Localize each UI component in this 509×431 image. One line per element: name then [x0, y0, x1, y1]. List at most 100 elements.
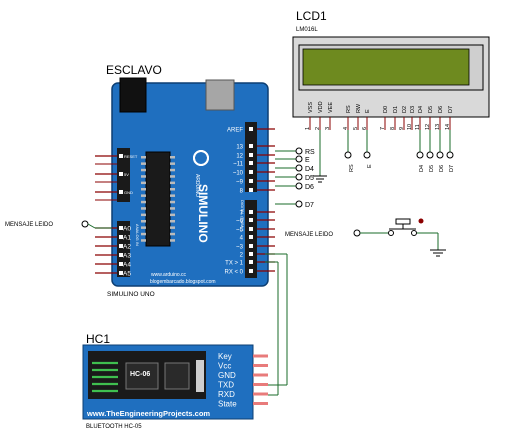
net-d4: D4 [305, 166, 314, 173]
chip-leg [141, 156, 146, 159]
arduino-brand: SIMULINO [196, 184, 210, 243]
hc-pin-label: Key [218, 352, 232, 361]
lcd-wiring [313, 130, 454, 183]
lcd-pin-number: 2 [315, 127, 321, 130]
lcd-pin-number: 8 [390, 127, 396, 130]
chip-leg [170, 156, 175, 159]
lcd-module[interactable]: LCD1 LM016L VSS1VDD2VEE3RS4RW5E6D07D18D2… [292, 9, 490, 172]
header-hole [119, 244, 123, 248]
digital-pin-label: TX > 1 [225, 261, 244, 267]
lcd-d7-label: D7 [449, 165, 455, 172]
analog-pin-label: A0 [123, 226, 131, 233]
header-hole [249, 144, 253, 148]
hc-caption: BLUETOOTH HC-05 [86, 424, 142, 430]
header-hole [249, 179, 253, 183]
lcd-e-label: E [367, 164, 373, 168]
chip-leg [141, 175, 146, 178]
switch-indicator [418, 218, 424, 224]
header-hole [119, 154, 123, 158]
chip-leg [170, 162, 175, 165]
lcd-pin-label: D2 [402, 106, 408, 113]
hc-pin-label: TXD [218, 381, 234, 390]
lcd-pin-number: 1 [305, 127, 311, 130]
net-d7: D7 [305, 202, 314, 209]
hc-chip-second [164, 362, 190, 390]
lcd-pin-label: E [365, 109, 371, 113]
header-hole [249, 210, 253, 214]
chip-legs [141, 156, 175, 242]
hc-pin-label: Vcc [218, 362, 231, 371]
chip-leg [170, 226, 175, 229]
arduino-site1: www.arduino.cc [151, 272, 187, 278]
hc-chip [125, 362, 159, 390]
header-hole [249, 260, 253, 264]
lcd-pin-label: D6 [438, 106, 444, 113]
digital-pin-label: 12 [236, 154, 243, 160]
digital-pin-label: AREF [227, 128, 243, 134]
antenna-icon [92, 361, 118, 393]
mensaje-left-label: MENSAJE LEIDO [5, 222, 53, 228]
hc-pin-label: State [218, 400, 237, 409]
digital-label: DIGITAL (PWM~) [240, 200, 245, 232]
header-hole [249, 127, 253, 131]
hc-pin-label: GND [218, 371, 236, 380]
header-hole [249, 161, 253, 165]
lcd-pin-number: 14 [445, 124, 451, 130]
power-header [117, 148, 130, 202]
analog-pin-label: A1 [123, 235, 131, 242]
atmega-chip [145, 151, 171, 247]
arduino-board[interactable]: ESCLAVO ARDUINO SIMULINO www.arduino.cc … [95, 63, 275, 298]
header-hole [249, 218, 253, 222]
power-pin-label: 5V [124, 172, 129, 177]
chip-leg [141, 239, 146, 242]
chip-leg [141, 194, 146, 197]
serial-wiring [265, 253, 288, 396]
digital-pin-label: 4 [240, 236, 244, 242]
lcd-pin-label: D0 [383, 106, 389, 113]
header-hole [249, 153, 253, 157]
lcd-pin-number: 10 [407, 124, 413, 130]
lcd-pin-label: D1 [393, 106, 399, 113]
chip-leg [141, 200, 146, 204]
header-hole [119, 235, 123, 239]
hc-module[interactable]: HC1 HC-06 www.TheEngineeringProjects.com… [82, 332, 268, 430]
chip-leg [170, 220, 175, 223]
arduino-caption: SIMULINO UNO [107, 291, 155, 298]
lcd-pin-label: D3 [410, 106, 416, 113]
chip-leg [141, 232, 146, 236]
digital-pin-label: 8 [240, 189, 244, 195]
power-jack [119, 77, 147, 113]
chip-leg [170, 188, 175, 191]
arduino-net-labels: RS E D4 D5 D6 D7 [275, 147, 315, 209]
header-hole [249, 244, 253, 248]
lcd-pin-number: 11 [415, 124, 421, 130]
chip-leg [141, 181, 146, 185]
chip-leg [141, 188, 146, 191]
digital-pin-label: RX < 0 [224, 270, 243, 276]
chip-leg [141, 220, 146, 223]
switch-contact-right [411, 230, 417, 236]
lcd-pin-number: 4 [343, 127, 349, 130]
hc-title: HC1 [86, 332, 110, 346]
lcd-pin-label: VDD [318, 101, 324, 113]
pushbutton-circuit[interactable]: MENSAJE LEIDO [285, 218, 446, 257]
chip-leg [170, 239, 175, 242]
lcd-rs-label: RS [349, 164, 355, 172]
net-rs: RS [305, 149, 315, 156]
header-hole [249, 269, 253, 273]
lcd-pin-number: 13 [435, 124, 441, 130]
arduino-site2: blogembarcado.blogspot.com [150, 279, 216, 285]
lcd-d4-label: D4 [419, 165, 425, 172]
digital-pin-label: 7 [240, 211, 244, 217]
lcd-pin-number: 6 [362, 127, 368, 130]
digital-pin-label: ~6 [236, 219, 244, 225]
chip-leg [170, 213, 175, 217]
mensaje-left-net: MENSAJE LEIDO [5, 220, 112, 229]
mensaje-right-label: MENSAJE LEIDO [285, 232, 333, 238]
switch-actuator[interactable] [395, 218, 411, 225]
power-pin-label: GND [124, 190, 133, 195]
lcd-pin-number: 5 [353, 127, 359, 130]
lcd-title: LCD1 [296, 9, 327, 23]
chip-leg [170, 200, 175, 204]
lcd-model: LM016L [296, 27, 318, 33]
